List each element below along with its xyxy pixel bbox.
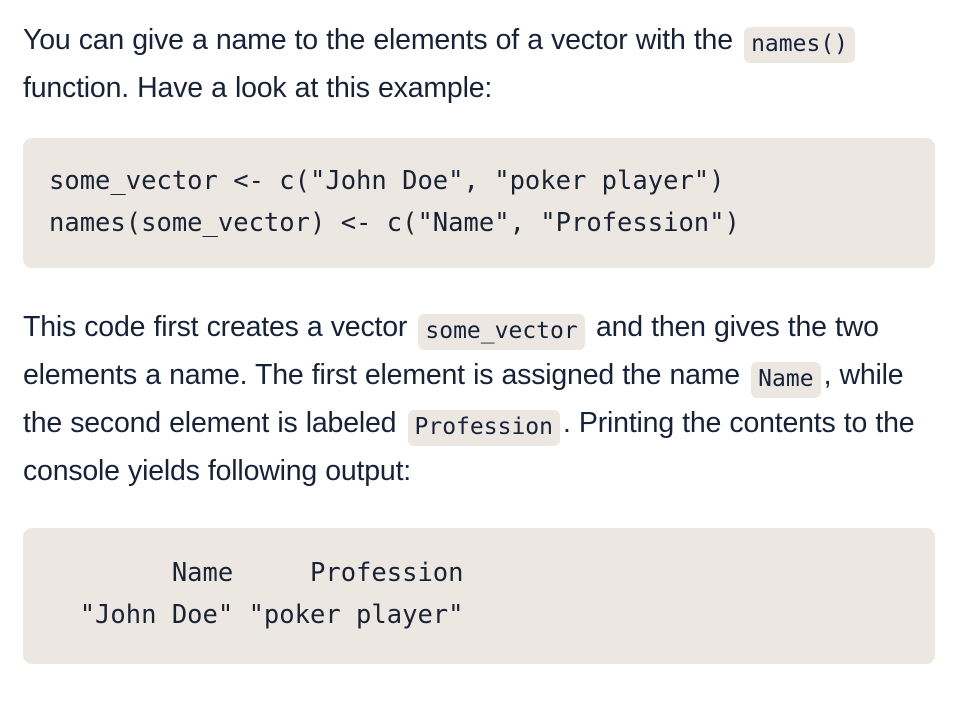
paragraph-explanation-text-1: This code first creates a vector [23,310,408,343]
inline-code-name: Name [751,361,821,398]
paragraph-explanation-text-3: , while the second element is labeled [23,358,904,439]
code-block-r-source: some_vector <- c("John Doe", "poker play… [23,138,935,268]
inline-code-profession: Profession [407,409,560,446]
code-line-1: some_vector <- c("John Doe", "poker play… [49,166,725,196]
inline-code-some-vector: some_vector [418,313,585,350]
paragraph-explanation: This code first creates a vector some_ve… [23,294,935,495]
code-line-2: names(some_vector) <- c("Name", "Profess… [49,208,740,238]
inline-code-names-function: names() [744,27,856,63]
paragraph-explanation-text-2: and then gives the two elements a name. … [23,310,879,391]
paragraph-intro-text-1: You can give a name to the elements of a… [23,24,733,56]
paragraph-intro-text-2: function. Have a look at this example: [23,72,493,104]
paragraph-explanation-text-4: . Printing the contents to the console y… [23,406,915,487]
output-line-header: Name Profession [49,557,464,588]
paragraph-intro: You can give a name to the elements of a… [23,0,935,112]
code-block-console-output: Name Profession "John Doe" "poker player… [23,527,935,664]
output-line-values: "John Doe" "poker player" [49,599,464,630]
